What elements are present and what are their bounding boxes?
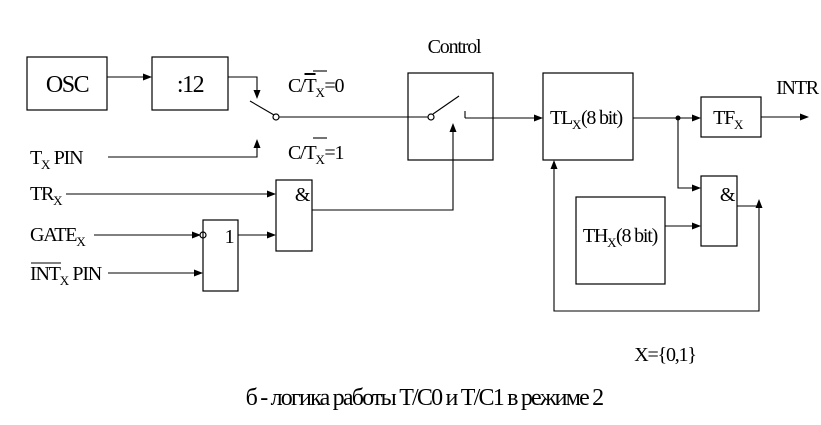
control-switch-blade: [432, 95, 460, 115]
run-and-label: &: [295, 184, 311, 206]
ct-selector-switch: [249, 100, 275, 116]
arrow-feedback-tl: [550, 160, 558, 169]
control-block: [407, 72, 494, 161]
control-label: Control: [428, 36, 482, 58]
wire-divider-ct0: [228, 76, 258, 92]
int-pin-label: INTX PIN: [30, 263, 102, 288]
tl-register-label: TLX(8 bit): [550, 107, 623, 132]
or-gate: [202, 219, 239, 292]
run-and-gate: [275, 179, 313, 252]
th-register-block: [575, 196, 666, 285]
wire-and-control: [312, 130, 454, 211]
figure-caption: б - логика работы T/C0 и T/C1 в режиме 2: [246, 385, 604, 411]
divider-label: :12: [177, 72, 204, 98]
or-gate-label: 1: [225, 226, 234, 248]
ct-selector-pivot: [272, 113, 280, 121]
arrow-divider-ct0: [253, 90, 261, 99]
arrow-and-control: [449, 123, 457, 132]
arrow-or-and: [267, 231, 276, 239]
arrow-tl-reload-and: [692, 184, 701, 192]
tf-flag-label: TFX: [713, 107, 744, 132]
reload-and-label: &: [720, 184, 736, 206]
or-gate-inversion: [199, 231, 207, 239]
reload-and-gate: [700, 175, 738, 247]
osc-label: OSC: [46, 72, 89, 98]
arrow-feedback-and-out: [755, 199, 763, 208]
arrow-tl-tf: [692, 114, 701, 122]
osc-block: [26, 56, 108, 111]
x-note: X={0,1}: [634, 344, 696, 366]
intr-label: INTR: [776, 77, 820, 99]
divider-block: [151, 56, 229, 111]
arrow-tf-intr: [800, 113, 809, 121]
arrow-txpin-ct1: [253, 139, 261, 148]
arrow-gate-or: [192, 231, 201, 239]
arrow-tr-and: [267, 190, 276, 198]
arrow-th-and: [692, 222, 701, 230]
th-register-label: THX(8 bit): [583, 225, 658, 250]
control-switch-pivot: [427, 113, 435, 121]
arrow-control-tl: [534, 114, 543, 122]
gate-label: GATEX: [30, 224, 86, 249]
wire-tl-reload-and: [677, 118, 694, 189]
arrow-int-or: [194, 269, 203, 277]
tr-label: TRX: [30, 183, 63, 208]
tx-pin-label: TX PIN: [30, 147, 83, 172]
arrow-osc-divider: [143, 73, 152, 81]
wire-txpin-ct1: [108, 146, 258, 158]
ct0-label: C/TX=0: [288, 75, 345, 100]
wire-reload-feedback: [553, 167, 760, 312]
ct1-label: C/TX=1: [288, 142, 344, 167]
tl-register-block: [542, 72, 634, 161]
